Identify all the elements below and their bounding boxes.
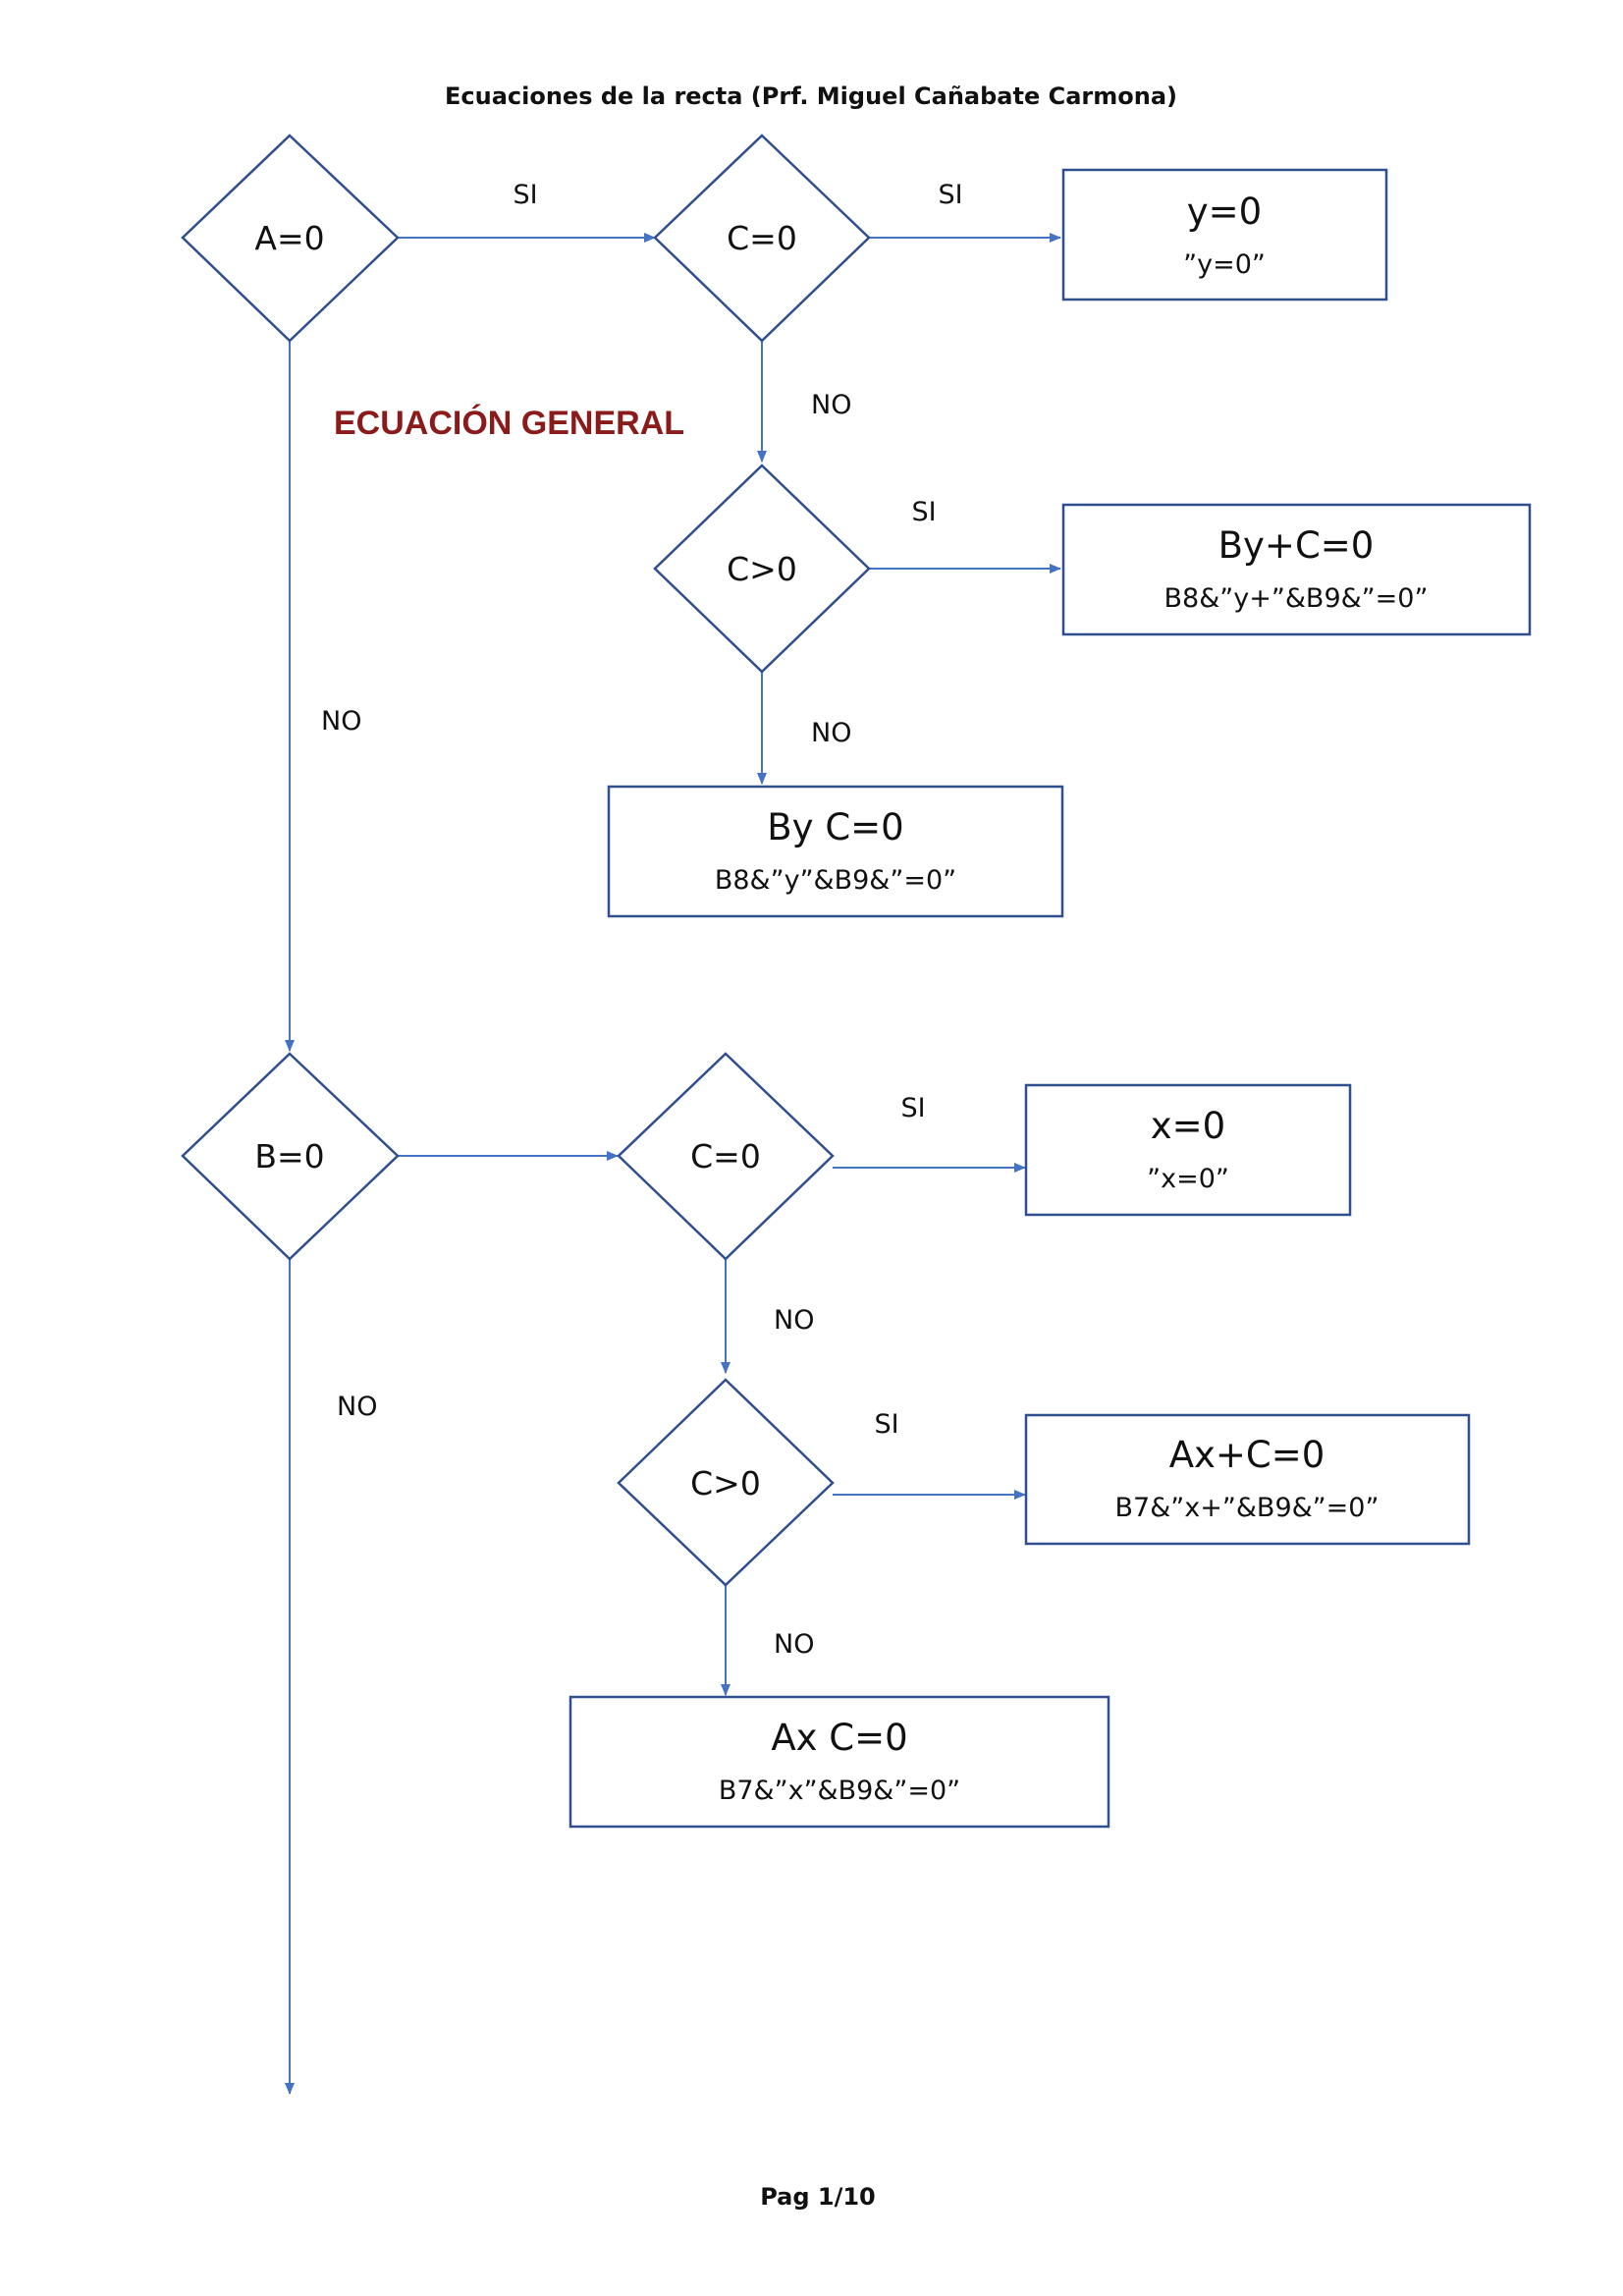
result-ax-plus-c-title: Ax+C=0 xyxy=(1169,1434,1325,1476)
result-box-by-c xyxy=(607,785,1064,918)
section-title: ECUACIÓN GENERAL xyxy=(334,405,684,442)
result-box-ax-c xyxy=(568,1695,1110,1829)
edge-label-c0-top-no: NO xyxy=(811,390,851,420)
decision-b-zero xyxy=(181,1052,400,1261)
result-ax-c-formula: B7&”x”&B9&”=0” xyxy=(719,1776,960,1806)
decision-b-zero-label: B=0 xyxy=(254,1137,324,1175)
result-box-x0 xyxy=(1024,1083,1352,1217)
decision-c-zero-mid xyxy=(617,1052,835,1261)
edge-label-cpos-mid-no: NO xyxy=(774,1629,814,1660)
edge-label-c0-mid-no: NO xyxy=(774,1305,814,1336)
result-by-plus-c-formula: B8&”y+”&B9&”=0” xyxy=(1164,583,1429,614)
edge-label-c0-mid-yes: SI xyxy=(900,1093,925,1123)
result-box-y0 xyxy=(1061,168,1388,301)
result-by-c-title: By C=0 xyxy=(767,806,903,848)
result-box-by-plus-c xyxy=(1061,503,1532,636)
edge-label-a0-no: NO xyxy=(321,706,361,737)
decision-c-positive-mid xyxy=(617,1378,835,1587)
edge-label-cpos-top-no: NO xyxy=(811,718,851,748)
decision-c-zero-top xyxy=(653,134,871,343)
decision-a-zero xyxy=(181,134,400,343)
decision-c-positive-mid-label: C>0 xyxy=(690,1464,761,1503)
page-number: Pag 1/10 xyxy=(760,2183,876,2211)
edge-label-cpos-top-yes: SI xyxy=(911,497,936,527)
result-by-plus-c-title: By+C=0 xyxy=(1218,524,1375,567)
result-y0-title: y=0 xyxy=(1187,191,1262,233)
decision-a-zero-label: A=0 xyxy=(254,219,324,257)
decision-c-positive-top xyxy=(653,464,871,674)
decision-c-zero-top-label: C=0 xyxy=(727,219,797,257)
edge-label-b0-no: NO xyxy=(337,1392,377,1422)
result-box-ax-plus-c xyxy=(1024,1413,1471,1546)
edge-label-c0-top-yes: SI xyxy=(938,180,962,210)
result-x0-formula: ”x=0” xyxy=(1147,1164,1229,1194)
decision-c-positive-top-label: C>0 xyxy=(727,550,797,588)
result-by-c-formula: B8&”y”&B9&”=0” xyxy=(715,865,956,896)
document-title: Ecuaciones de la recta (Prf. Miguel Caña… xyxy=(445,82,1177,110)
edge-label-a0-yes: SI xyxy=(513,180,537,210)
result-ax-plus-c-formula: B7&”x+”&B9&”=0” xyxy=(1115,1493,1380,1523)
result-y0-formula: ”y=0” xyxy=(1183,249,1266,280)
result-x0-title: x=0 xyxy=(1151,1105,1225,1147)
decision-c-zero-mid-label: C=0 xyxy=(690,1137,761,1175)
edge-label-cpos-mid-yes: SI xyxy=(874,1409,898,1440)
result-ax-c-title: Ax C=0 xyxy=(771,1717,907,1759)
